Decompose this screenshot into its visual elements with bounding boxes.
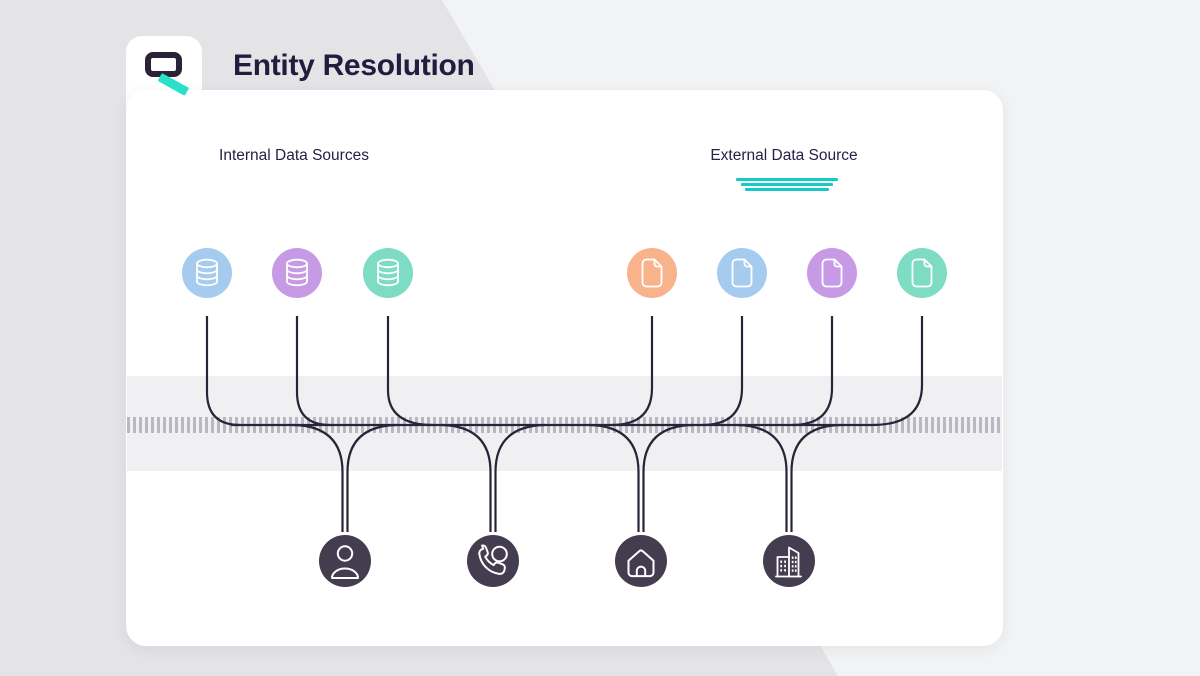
external-source-node-3 [807,248,857,298]
document-icon [627,248,677,298]
person-icon [319,535,371,587]
external-accent-line [741,183,833,186]
internal-source-node-3 [363,248,413,298]
home-icon [615,535,667,587]
external-source-node-2 [717,248,767,298]
page-title: Entity Resolution [233,49,475,82]
internal-sources-label: Internal Data Sources [219,147,369,164]
external-source-node-4 [897,248,947,298]
entity-node-1 [319,535,371,587]
entity-node-4 [763,535,815,587]
external-accent-line [745,188,829,191]
diagram-card [126,90,1003,646]
phone-icon [467,535,519,587]
entity-node-3 [615,535,667,587]
internal-source-node-2 [272,248,322,298]
document-icon [807,248,857,298]
external-accent-line [736,178,838,181]
document-icon [897,248,947,298]
database-icon [272,248,322,298]
internal-source-node-1 [182,248,232,298]
external-source-label: External Data Source [710,147,858,164]
document-icon [717,248,767,298]
entity-node-2 [467,535,519,587]
database-icon [182,248,232,298]
building-icon [763,535,815,587]
q-logo-icon [145,52,195,104]
barcode-strip [127,417,1002,433]
external-source-node-1 [627,248,677,298]
database-icon [363,248,413,298]
